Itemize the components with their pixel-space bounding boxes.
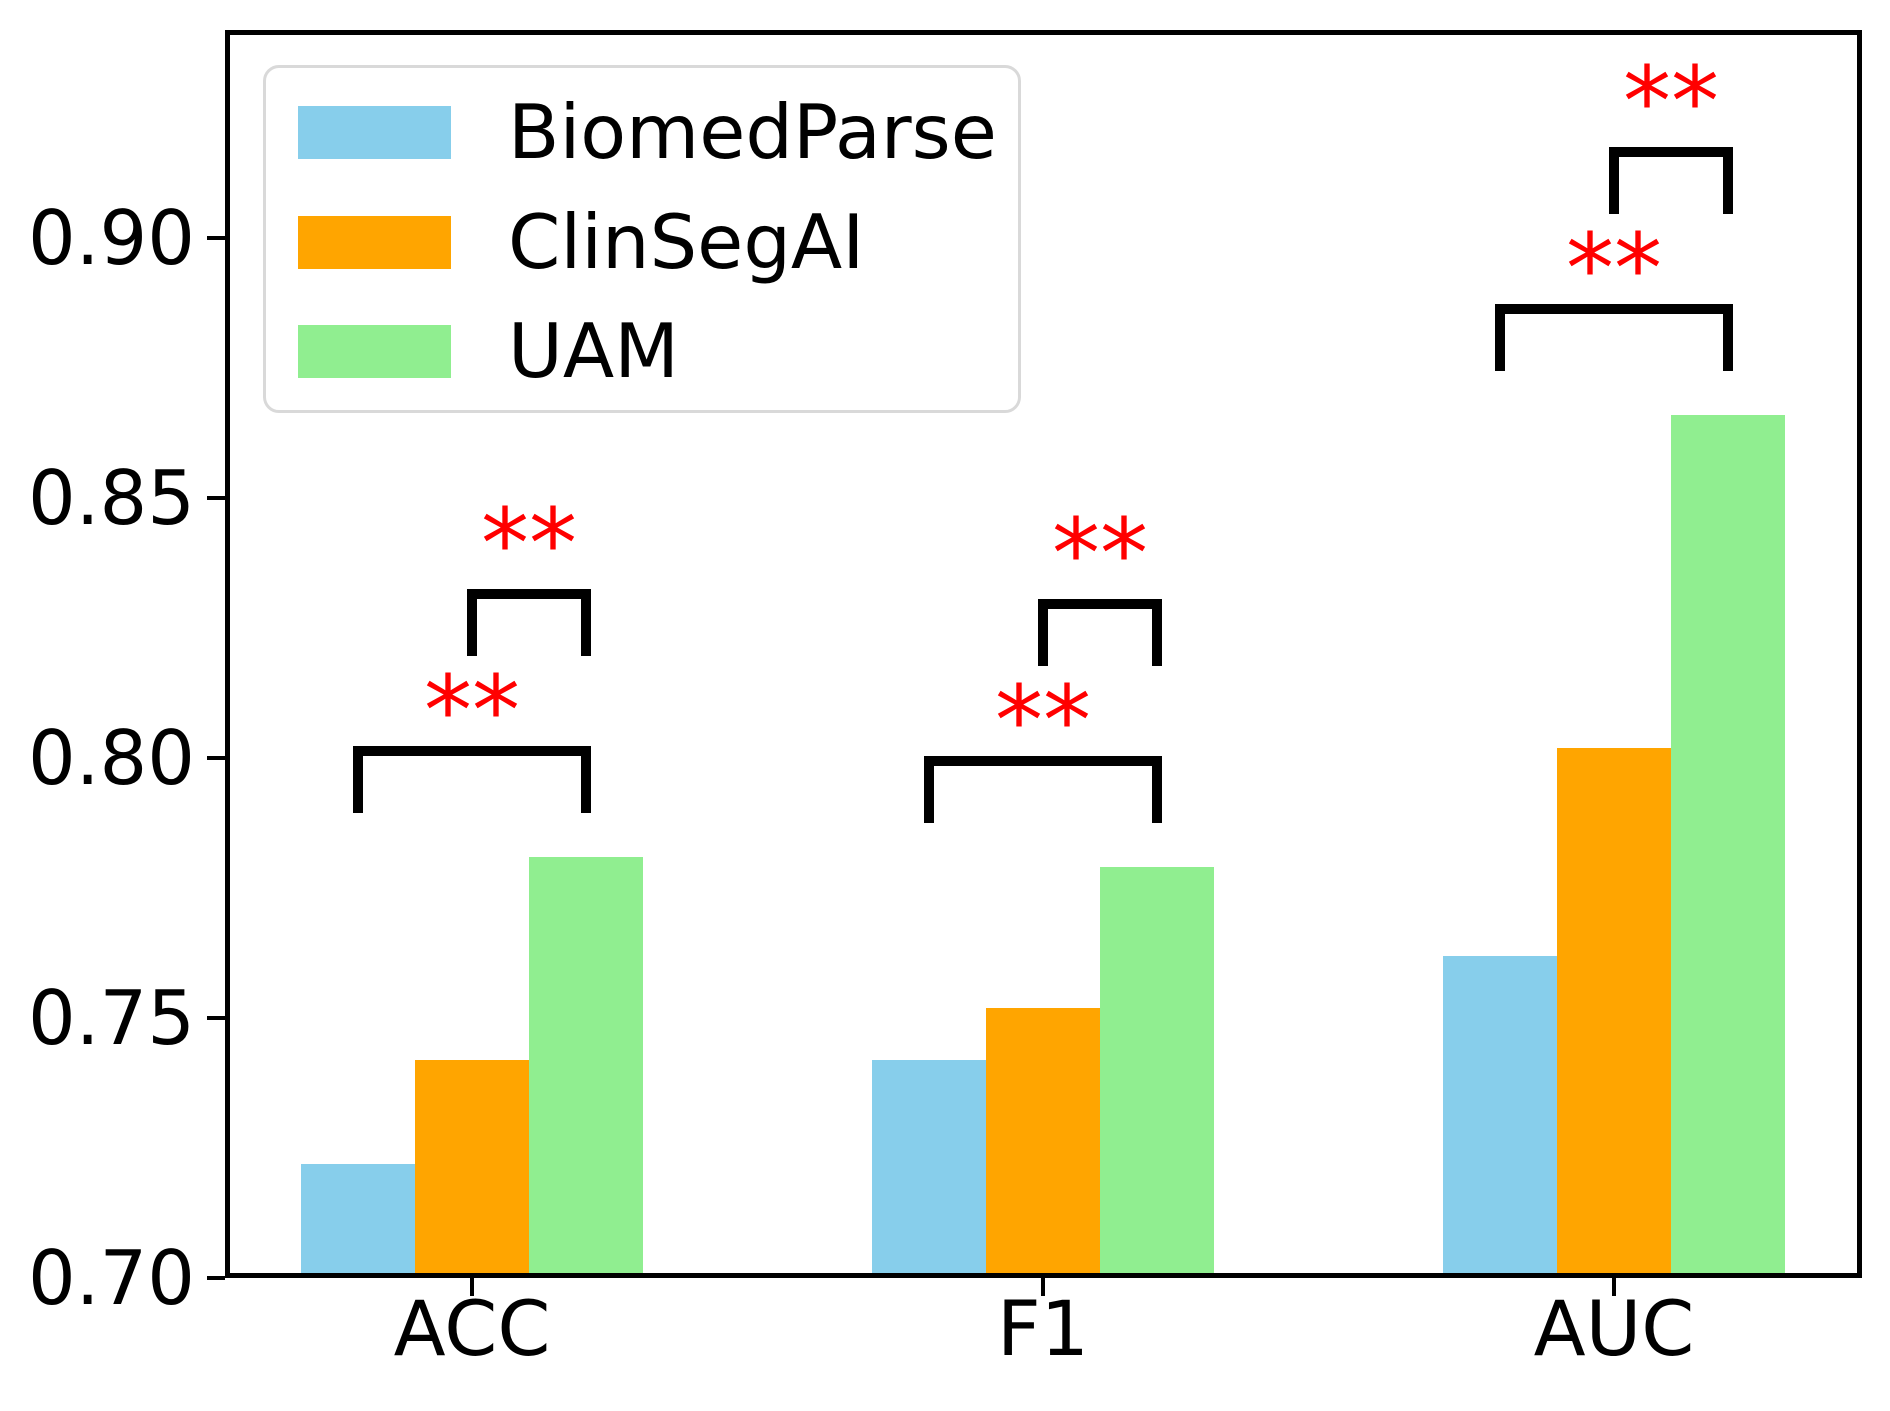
bar-clinsegai-f1 xyxy=(986,1008,1100,1278)
significance-bracket-f1-1 xyxy=(1038,599,1162,666)
legend-item-clinsegai: ClinSegAI xyxy=(298,198,865,286)
legend-item-biomedparse: BiomedParse xyxy=(298,88,997,176)
bar-uam-f1 xyxy=(1100,867,1214,1278)
y-axis-tick-label: 0.75 xyxy=(28,974,195,1062)
bar-clinsegai-auc xyxy=(1557,748,1671,1278)
legend-swatch-uam xyxy=(298,325,451,378)
y-axis-tick-label: 0.70 xyxy=(28,1234,195,1322)
x-axis-tick-label-acc: ACC xyxy=(393,1284,551,1373)
bar-biomedparse-f1 xyxy=(872,1060,986,1278)
significance-stars-acc-1: ** xyxy=(481,488,577,600)
significance-bracket-f1-2 xyxy=(924,756,1162,823)
legend-label-clinsegai: ClinSegAI xyxy=(508,198,865,286)
bar-uam-auc xyxy=(1671,415,1785,1278)
significance-bracket-acc-2 xyxy=(353,746,591,813)
x-axis-tick-mark xyxy=(470,1278,474,1296)
y-axis-tick-label: 0.80 xyxy=(28,714,195,802)
legend-item-uam: UAM xyxy=(298,307,679,395)
bar-clinsegai-acc xyxy=(415,1060,529,1278)
x-axis-tick-mark xyxy=(1041,1278,1045,1296)
significance-bracket-auc-1 xyxy=(1609,147,1733,214)
significance-stars-f1-1: ** xyxy=(1052,498,1148,610)
bar-biomedparse-auc xyxy=(1443,956,1557,1278)
x-axis-tick-label-f1: F1 xyxy=(996,1284,1090,1373)
significance-stars-f1-2: ** xyxy=(995,665,1091,777)
legend-label-biomedparse: BiomedParse xyxy=(508,88,997,176)
significance-bracket-auc-2 xyxy=(1495,304,1733,371)
y-axis-tick-mark xyxy=(207,1276,225,1280)
bar-uam-acc xyxy=(529,857,643,1278)
y-axis-tick-mark xyxy=(207,1016,225,1020)
x-axis-tick-mark xyxy=(1612,1278,1616,1296)
significance-stars-acc-2: ** xyxy=(424,655,520,767)
y-axis-tick-label: 0.85 xyxy=(28,454,195,542)
bar-biomedparse-acc xyxy=(301,1164,415,1278)
legend-swatch-biomedparse xyxy=(298,106,451,159)
significance-bracket-acc-1 xyxy=(467,589,591,656)
legend-swatch-clinsegai xyxy=(298,216,451,269)
legend-label-uam: UAM xyxy=(508,307,679,395)
x-axis-tick-label-auc: AUC xyxy=(1533,1284,1695,1373)
y-axis-tick-mark xyxy=(207,756,225,760)
significance-stars-auc-2: ** xyxy=(1566,213,1662,325)
y-axis-tick-mark xyxy=(207,236,225,240)
y-axis-tick-mark xyxy=(207,496,225,500)
significance-stars-auc-1: ** xyxy=(1623,46,1719,158)
y-axis-tick-label: 0.90 xyxy=(28,194,195,282)
